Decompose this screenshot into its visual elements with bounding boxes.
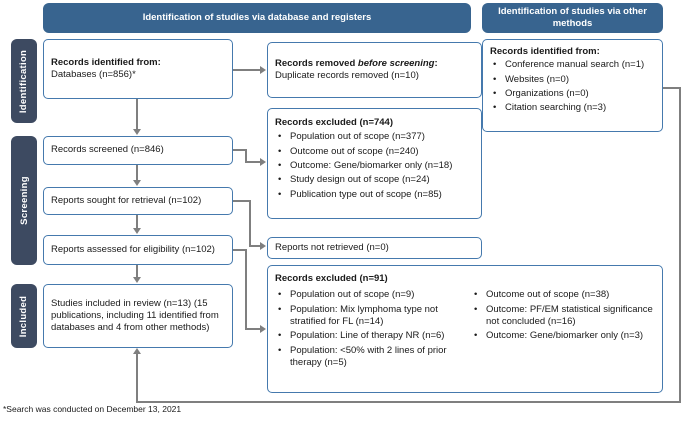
connector-line — [245, 149, 247, 163]
connector-line — [679, 87, 681, 403]
reports-not-retrieved-text: Reports not retrieved (n=0) — [275, 241, 389, 253]
stage-screening: Screening — [11, 136, 37, 265]
list-item: Population: Line of therapy NR (n=6) — [275, 330, 471, 343]
connector-line — [136, 215, 138, 230]
studies-included-text: Studies included in review (n=13) (15 pu… — [51, 297, 219, 334]
records-excluded-91-right-list: Outcome out of scope (n=38) Outcome: PF/… — [471, 289, 655, 344]
list-item: Outcome: Gene/biomarker only (n=3) — [471, 330, 655, 343]
list-item: Population: Mix lymphoma type not strati… — [275, 304, 471, 329]
arrowhead-down-icon — [133, 180, 141, 186]
connector-line — [245, 161, 261, 163]
connector-line — [233, 149, 247, 151]
records-removed-title-em: before screening — [357, 57, 435, 69]
box-reports-assessed: Reports assessed for eligibility (n=102) — [43, 235, 233, 265]
connector-line — [245, 249, 247, 330]
box-other-methods-identified: Records identified from: Conference manu… — [482, 39, 663, 132]
records-excluded-91-title: Records excluded (n=91) — [275, 273, 388, 284]
arrowhead-right-icon — [260, 66, 266, 74]
records-identified-body: Databases (n=856)* — [51, 69, 136, 80]
connector-line — [233, 69, 260, 71]
box-records-removed: Records removed before screening: Duplic… — [267, 42, 482, 98]
connector-line — [233, 249, 247, 251]
connector-line — [136, 165, 138, 181]
arrowhead-right-icon — [260, 325, 266, 333]
records-removed-body: Duplicate records removed (n=10) — [275, 70, 419, 81]
other-methods-list: Conference manual search (n=1) Websites … — [490, 59, 655, 115]
connector-line — [233, 200, 251, 202]
stage-included-label: Included — [18, 295, 30, 337]
records-identified-title: Records identified from: — [51, 56, 161, 68]
arrowhead-down-icon — [133, 277, 141, 283]
connector-line — [136, 265, 138, 279]
list-item: Outcome: PF/EM statistical significance … — [471, 304, 655, 329]
arrowhead-up-icon — [133, 348, 141, 354]
connector-line — [136, 401, 681, 403]
stage-screening-label: Screening — [18, 176, 30, 225]
stage-identification: Identification — [11, 39, 37, 123]
box-records-screened: Records screened (n=846) — [43, 136, 233, 165]
list-item: Outcome out of scope (n=38) — [471, 289, 655, 302]
records-screened-text: Records screened (n=846) — [51, 144, 164, 156]
list-item: Websites (n=0) — [490, 74, 655, 87]
list-item: Conference manual search (n=1) — [490, 59, 655, 72]
search-date-footnote: *Search was conducted on December 13, 20… — [3, 404, 182, 414]
arrowhead-right-icon — [260, 242, 266, 250]
arrowhead-down-icon — [133, 129, 141, 135]
box-reports-sought: Reports sought for retrieval (n=102) — [43, 187, 233, 215]
list-item: Citation searching (n=3) — [490, 102, 655, 115]
connector-line — [245, 328, 261, 330]
reports-assessed-text: Reports assessed for eligibility (n=102) — [51, 243, 215, 255]
other-methods-title: Records identified from: — [490, 46, 600, 57]
arrowhead-right-icon — [260, 158, 266, 166]
box-records-identified: Records identified from: Databases (n=85… — [43, 39, 233, 99]
header-other-methods: Identification of studies via other meth… — [482, 3, 663, 33]
connector-line — [249, 200, 251, 247]
list-item: Population out of scope (n=9) — [275, 289, 471, 302]
header-database-registers: Identification of studies via database a… — [43, 3, 471, 33]
records-excluded-744-list: Population out of scope (n=377) Outcome … — [275, 131, 474, 201]
box-studies-included: Studies included in review (n=13) (15 pu… — [43, 284, 233, 348]
box-records-excluded-91: Records excluded (n=91) Population out o… — [267, 265, 663, 393]
records-removed-title-pre: Records removed — [275, 57, 358, 69]
connector-line — [136, 354, 138, 402]
stage-included: Included — [11, 284, 37, 348]
records-removed-title: Records removed before screening: — [275, 58, 474, 70]
box-records-excluded-744: Records excluded (n=744) Population out … — [267, 108, 482, 219]
list-item: Organizations (n=0) — [490, 88, 655, 101]
records-excluded-91-columns: Population out of scope (n=9) Population… — [275, 288, 655, 371]
connector-line — [249, 245, 261, 247]
reports-sought-text: Reports sought for retrieval (n=102) — [51, 194, 202, 206]
list-item: Outcome: Gene/biomarker only (n=18) — [275, 160, 474, 173]
records-excluded-91-left-list: Population out of scope (n=9) Population… — [275, 289, 471, 371]
list-item: Population: <50% with 2 lines of prior t… — [275, 345, 471, 370]
list-item: Outcome out of scope (n=240) — [275, 146, 474, 159]
records-removed-title-post: : — [434, 57, 438, 69]
connector-line — [136, 99, 138, 131]
list-item: Publication type out of scope (n=85) — [275, 189, 474, 202]
records-excluded-744-title: Records excluded (n=744) — [275, 117, 394, 128]
connector-line — [663, 87, 681, 89]
list-item: Population out of scope (n=377) — [275, 131, 474, 144]
stage-identification-label: Identification — [18, 49, 30, 113]
arrowhead-down-icon — [133, 228, 141, 234]
box-reports-not-retrieved: Reports not retrieved (n=0) — [267, 237, 482, 259]
list-item: Study design out of scope (n=24) — [275, 174, 474, 187]
